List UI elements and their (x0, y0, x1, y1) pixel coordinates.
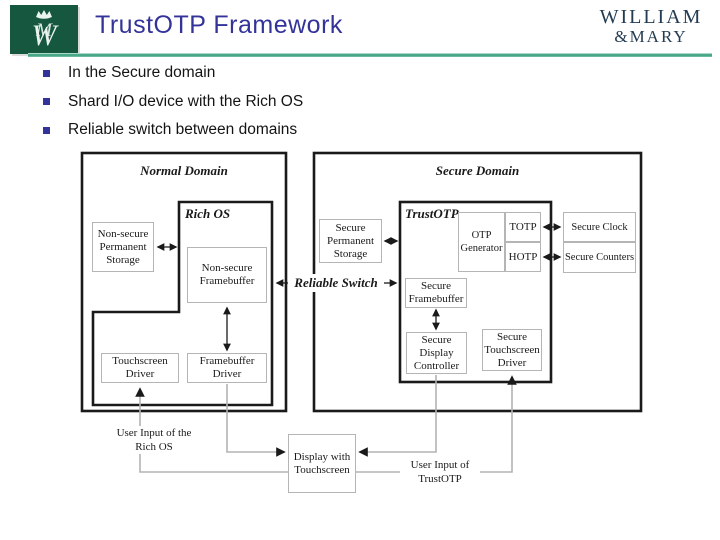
william-mary-wordmark: WILLIAM &MARY (596, 7, 706, 45)
title-divider-rule (28, 53, 712, 57)
hotp-box: HOTP (505, 242, 541, 272)
bullet-square-icon (43, 69, 50, 77)
bullet-text: Reliable switch between domains (68, 121, 298, 138)
wm-crest-logo: W M (10, 5, 78, 54)
secure-framebuffer-box: Secure Framebuffer (405, 278, 467, 308)
connector-framebuffer-driver-to-display (226, 384, 286, 457)
page-title: TrustOTP Framework (95, 11, 343, 39)
secure-permanent-storage-box: Secure Permanent Storage (319, 219, 382, 263)
normal-domain-box (80, 151, 288, 413)
bullet-text: In the Secure domain (68, 64, 216, 81)
user-input-rich-os-label: User Input of the Rich OS (114, 426, 194, 454)
secure-counters-box: Secure Counters (563, 242, 636, 273)
normal-domain-label: Normal Domain (140, 163, 228, 178)
touchscreen-driver-box: Touchscreen Driver (101, 353, 179, 383)
cypher-m-glyph: M (35, 20, 53, 41)
non-secure-permanent-storage-box: Non-secure Permanent Storage (92, 222, 154, 272)
bullet-item: Reliable switch between domains (43, 119, 303, 141)
bullet-square-icon (43, 126, 50, 134)
bullet-item: Shard I/O device with the Rich OS (43, 91, 303, 113)
trustotp-box (398, 200, 553, 384)
secure-touchscreen-driver-box: Secure Touchscreen Driver (482, 329, 542, 371)
crown-icon (35, 10, 52, 19)
otp-generator-box: OTP Generator (458, 212, 505, 272)
trustotp-label: TrustOTP (405, 206, 459, 221)
non-secure-framebuffer-box: Non-secure Framebuffer (187, 247, 267, 303)
bullet-item: In the Secure domain (43, 62, 303, 84)
framebuffer-driver-box: Framebuffer Driver (187, 353, 267, 383)
secure-display-controller-box: Secure Display Controller (406, 332, 467, 374)
display-with-touchscreen-box: Display with Touchscreen (288, 434, 356, 493)
secure-clock-box: Secure Clock (563, 212, 636, 242)
user-input-trustotp-label: User Input of TrustOTP (400, 458, 480, 486)
bullet-list: In the Secure domain Shard I/O device wi… (43, 62, 303, 148)
connector-secure-display-controller-to-display (358, 375, 437, 457)
reliable-switch-label: Reliable Switch (288, 274, 384, 292)
wordmark-line1: WILLIAM (599, 6, 703, 28)
cypher-w-glyph: W (32, 19, 60, 52)
rich-os-label: Rich OS (185, 206, 231, 221)
bullet-text: Shard I/O device with the Rich OS (68, 92, 304, 110)
connector-display-to-touchscreen-driver (135, 387, 288, 473)
secure-domain-label: Secure Domain (435, 163, 520, 178)
bullet-square-icon (43, 98, 50, 105)
totp-box: TOTP (505, 212, 541, 242)
wordmark-line2: &MARY (614, 27, 688, 46)
